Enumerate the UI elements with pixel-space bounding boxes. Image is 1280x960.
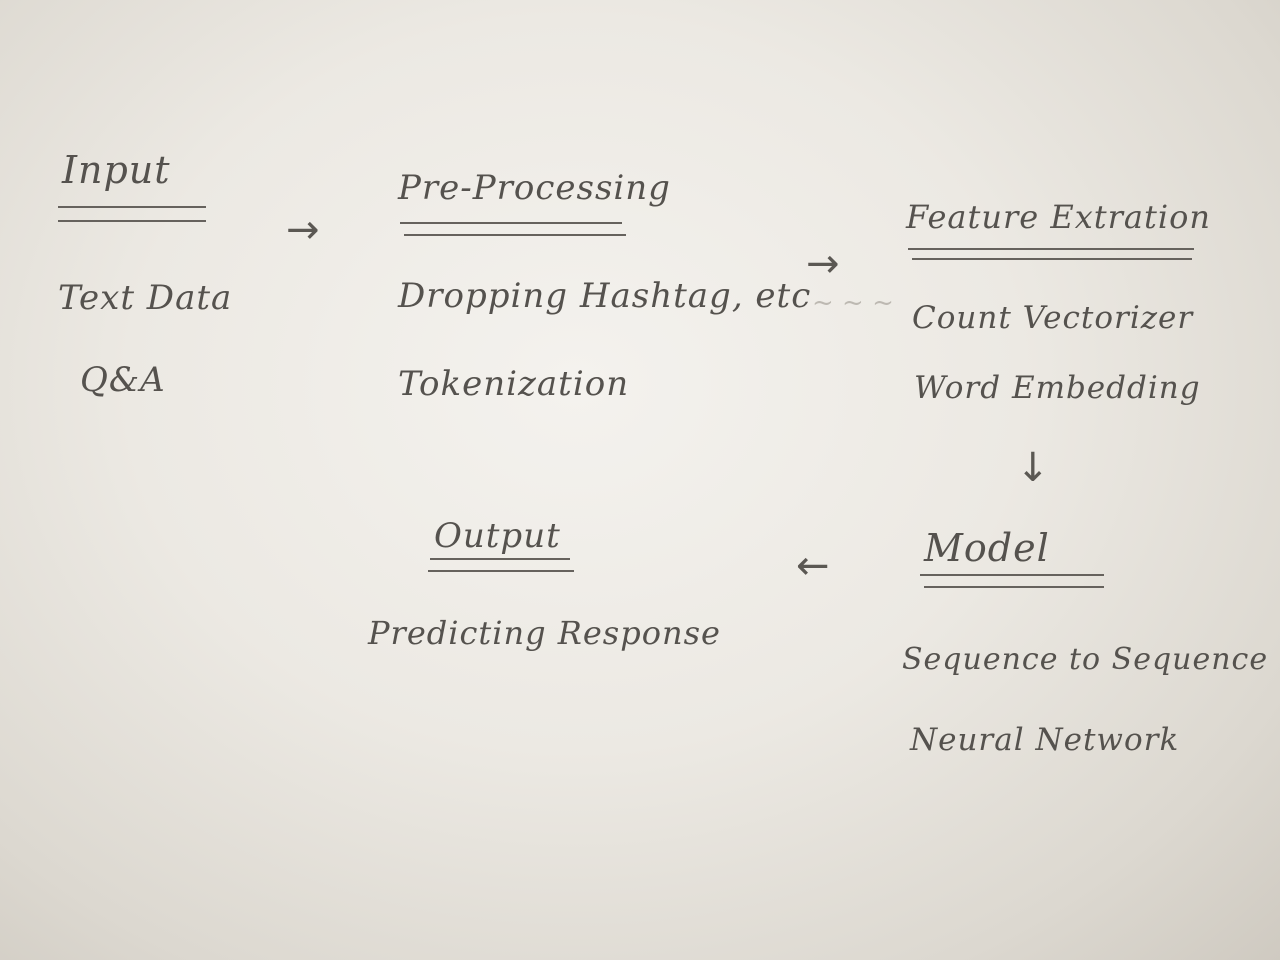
faded-smudge: ~ ~ ~ — [812, 288, 894, 318]
arrow-left-icon: ← — [796, 543, 830, 589]
input-heading: Input — [62, 148, 171, 192]
model-heading: Model — [924, 526, 1050, 570]
input-underline-1 — [58, 206, 206, 208]
model-underline-1 — [920, 574, 1104, 576]
preprocessing-item-dropping-hashtag: Dropping Hashtag, etc — [398, 276, 812, 316]
arrow-right-icon: → — [806, 241, 840, 287]
feature-extraction-underline-2 — [912, 258, 1192, 260]
feature-extraction-heading: Feature Extration — [906, 198, 1211, 236]
preprocessing-heading: Pre-Processing — [398, 168, 671, 208]
feature-item-count-vectorizer: Count Vectorizer — [912, 300, 1194, 336]
output-underline-1 — [430, 558, 570, 560]
arrow-down-icon: ↓ — [1016, 445, 1050, 491]
feature-extraction-underline-1 — [908, 248, 1194, 250]
model-underline-2 — [924, 586, 1104, 588]
input-underline-2 — [58, 220, 206, 222]
output-underline-2 — [428, 570, 574, 572]
feature-item-word-embedding: Word Embedding — [914, 370, 1201, 406]
model-item-sequence-to-sequence: Sequence to Sequence — [902, 642, 1269, 677]
output-item-predicting-response: Predicting Response — [368, 614, 721, 652]
output-heading: Output — [434, 516, 561, 556]
input-item-text-data: Text Data — [58, 278, 233, 318]
arrow-right-icon: → — [286, 207, 320, 253]
preprocessing-item-tokenization: Tokenization — [398, 364, 630, 404]
preprocessing-underline-1 — [400, 222, 622, 224]
preprocessing-underline-2 — [404, 234, 626, 236]
input-item-qa: Q&A — [80, 360, 166, 400]
model-item-neural-network: Neural Network — [910, 722, 1180, 758]
